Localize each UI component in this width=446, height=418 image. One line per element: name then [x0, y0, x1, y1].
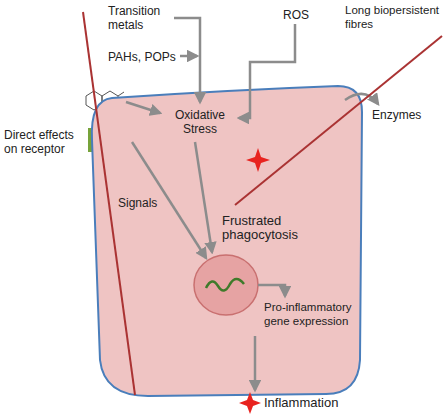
- arrow: [174, 18, 200, 102]
- cell-text: Signals: [118, 196, 157, 210]
- dna-strand: [206, 279, 244, 291]
- cell-text: Oxidative Stress: [165, 108, 235, 136]
- cell-membrane: [92, 86, 362, 396]
- nucleus: [194, 255, 258, 315]
- label: ROS: [283, 8, 309, 22]
- label: Long biopersistent fibres: [345, 3, 443, 31]
- cell-text: Frustrated phagocytosis: [222, 214, 302, 242]
- label: PAHs, POPs: [108, 50, 176, 64]
- label: Inflammation: [264, 396, 338, 410]
- label: Direct effects on receptor: [4, 128, 90, 156]
- cell-text: Pro-inflammatory gene expression: [264, 300, 354, 328]
- label: Transition metals: [108, 4, 170, 32]
- arrow: [254, 336, 257, 390]
- arrow: [180, 55, 197, 58]
- label: Enzymes: [372, 108, 421, 122]
